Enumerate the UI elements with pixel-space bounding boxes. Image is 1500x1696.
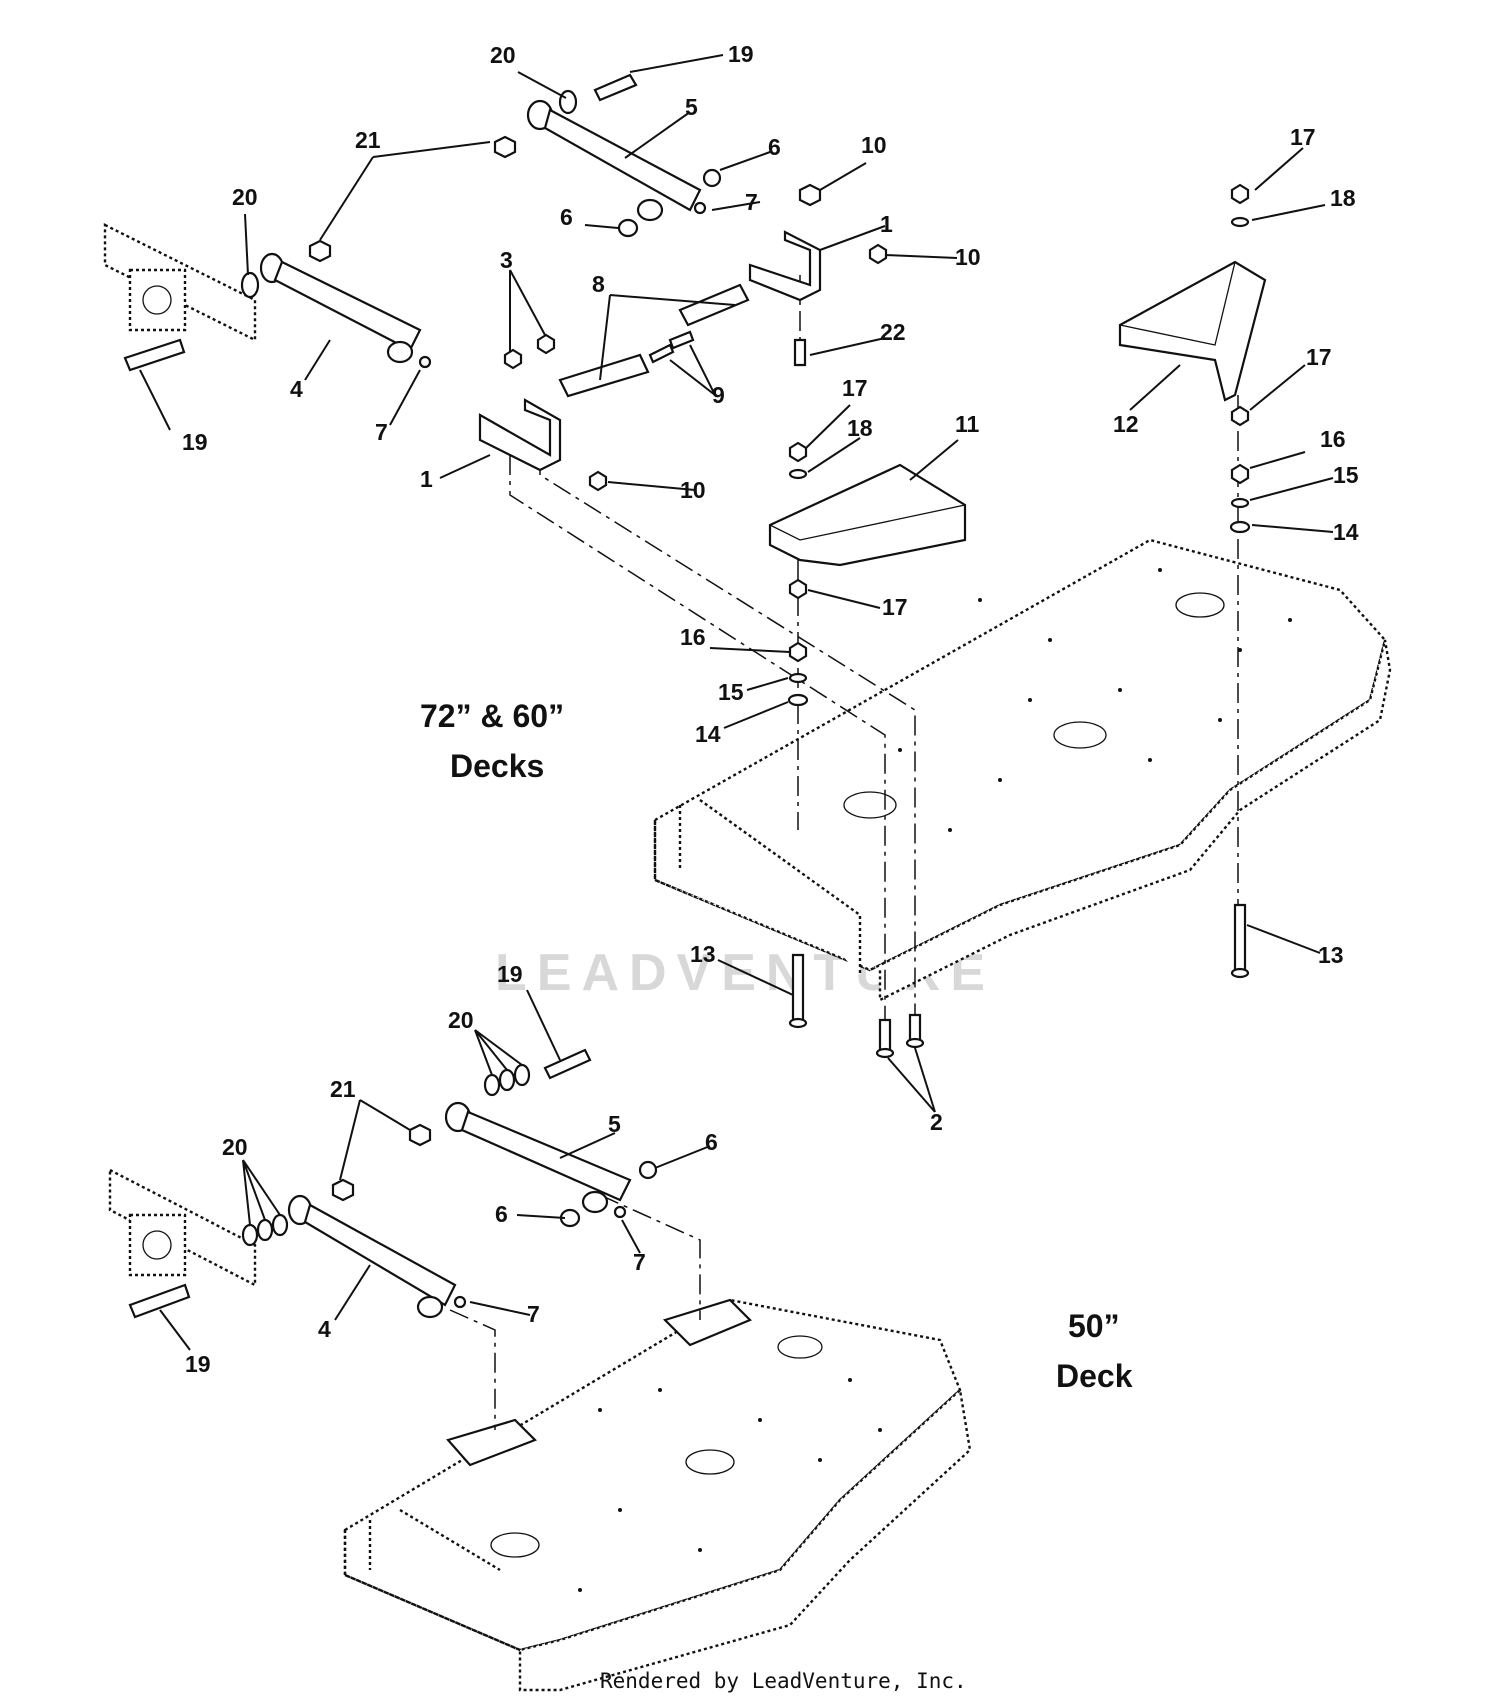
lower-leader-lines xyxy=(159,989,711,1351)
upper-arm-4 xyxy=(259,252,432,369)
upper-leader-lines xyxy=(139,54,1334,1113)
callout: 4 xyxy=(290,376,303,402)
callout: 16 xyxy=(1320,426,1346,452)
callout: 7 xyxy=(375,419,388,445)
callout: 6 xyxy=(495,1201,508,1227)
callout: 12 xyxy=(1113,411,1139,437)
callout: 1 xyxy=(880,211,893,237)
callout: 20 xyxy=(448,1007,474,1033)
callout: 19 xyxy=(185,1351,211,1377)
callout: 17 xyxy=(842,375,868,401)
upper-arm-5 xyxy=(526,99,722,238)
upper-tractor-frame xyxy=(103,223,257,342)
callout: 18 xyxy=(1330,185,1356,211)
callout: 20 xyxy=(490,42,516,68)
callout: 9 xyxy=(712,382,725,408)
callout: 1 xyxy=(420,466,433,492)
callout: 22 xyxy=(880,319,906,345)
callout: 3 xyxy=(500,247,513,273)
callout: 6 xyxy=(768,134,781,160)
callout: 19 xyxy=(182,429,208,455)
callout: 6 xyxy=(705,1129,718,1155)
callout: 20 xyxy=(222,1134,248,1160)
callout: 2 xyxy=(930,1109,943,1135)
lower-hardware xyxy=(128,1048,592,1319)
upper-bracket-1-left xyxy=(478,398,562,472)
callout: 4 xyxy=(318,1316,331,1342)
upper-center-hardware xyxy=(787,441,925,1059)
upper-pins-8 xyxy=(558,283,750,398)
callout: 8 xyxy=(592,271,605,297)
upper-deck-word-title: Decks xyxy=(450,748,544,784)
upper-bracket-1-right xyxy=(748,230,822,302)
callout: 10 xyxy=(861,132,887,158)
lower-arm-5 xyxy=(444,1101,658,1228)
callout: 13 xyxy=(690,941,716,967)
lower-tractor-frame xyxy=(108,1168,257,1287)
callout: 19 xyxy=(497,961,523,987)
callout: 18 xyxy=(847,415,873,441)
callout: 5 xyxy=(608,1111,621,1137)
callout: 16 xyxy=(680,624,706,650)
callout: 10 xyxy=(680,477,706,503)
lower-deck xyxy=(343,1298,972,1692)
shield-12 xyxy=(1118,260,1267,402)
callout: 15 xyxy=(1333,462,1359,488)
footer-credit: Rendered by LeadVenture, Inc. xyxy=(600,1669,967,1693)
callout: 11 xyxy=(955,411,980,437)
callout: 5 xyxy=(685,94,698,120)
callout: 17 xyxy=(1306,344,1332,370)
callout: 14 xyxy=(1333,519,1359,545)
callout: 7 xyxy=(633,1249,646,1275)
lower-arm-4 xyxy=(287,1194,467,1319)
upper-right-hardware xyxy=(1229,183,1251,979)
callout: 6 xyxy=(560,204,573,230)
upper-deck xyxy=(653,538,1392,1002)
lower-deck-word-title: Deck xyxy=(1056,1358,1133,1394)
lower-deck-size-title: 50” xyxy=(1068,1308,1120,1344)
callout: 20 xyxy=(232,184,258,210)
upper-callouts: 20 19 5 21 6 10 17 18 20 6 7 1 10 3 8 12… xyxy=(182,41,1359,1135)
lower-alignment-lines xyxy=(449,1194,701,1430)
callout: 7 xyxy=(745,189,758,215)
callout: 19 xyxy=(728,41,754,67)
callout: 17 xyxy=(1290,124,1316,150)
lower-callouts: 19 20 21 5 20 6 6 7 19 4 7 xyxy=(185,961,718,1377)
callout: 15 xyxy=(718,679,744,705)
callout: 14 xyxy=(695,721,721,747)
callout: 21 xyxy=(330,1076,356,1102)
callout: 13 xyxy=(1318,942,1344,968)
callout: 10 xyxy=(955,244,981,270)
callout: 17 xyxy=(882,594,908,620)
callout: 21 xyxy=(355,127,381,153)
upper-deck-size-title: 72” & 60” xyxy=(420,698,564,734)
callout: 7 xyxy=(527,1301,540,1327)
shield-11 xyxy=(768,463,967,567)
